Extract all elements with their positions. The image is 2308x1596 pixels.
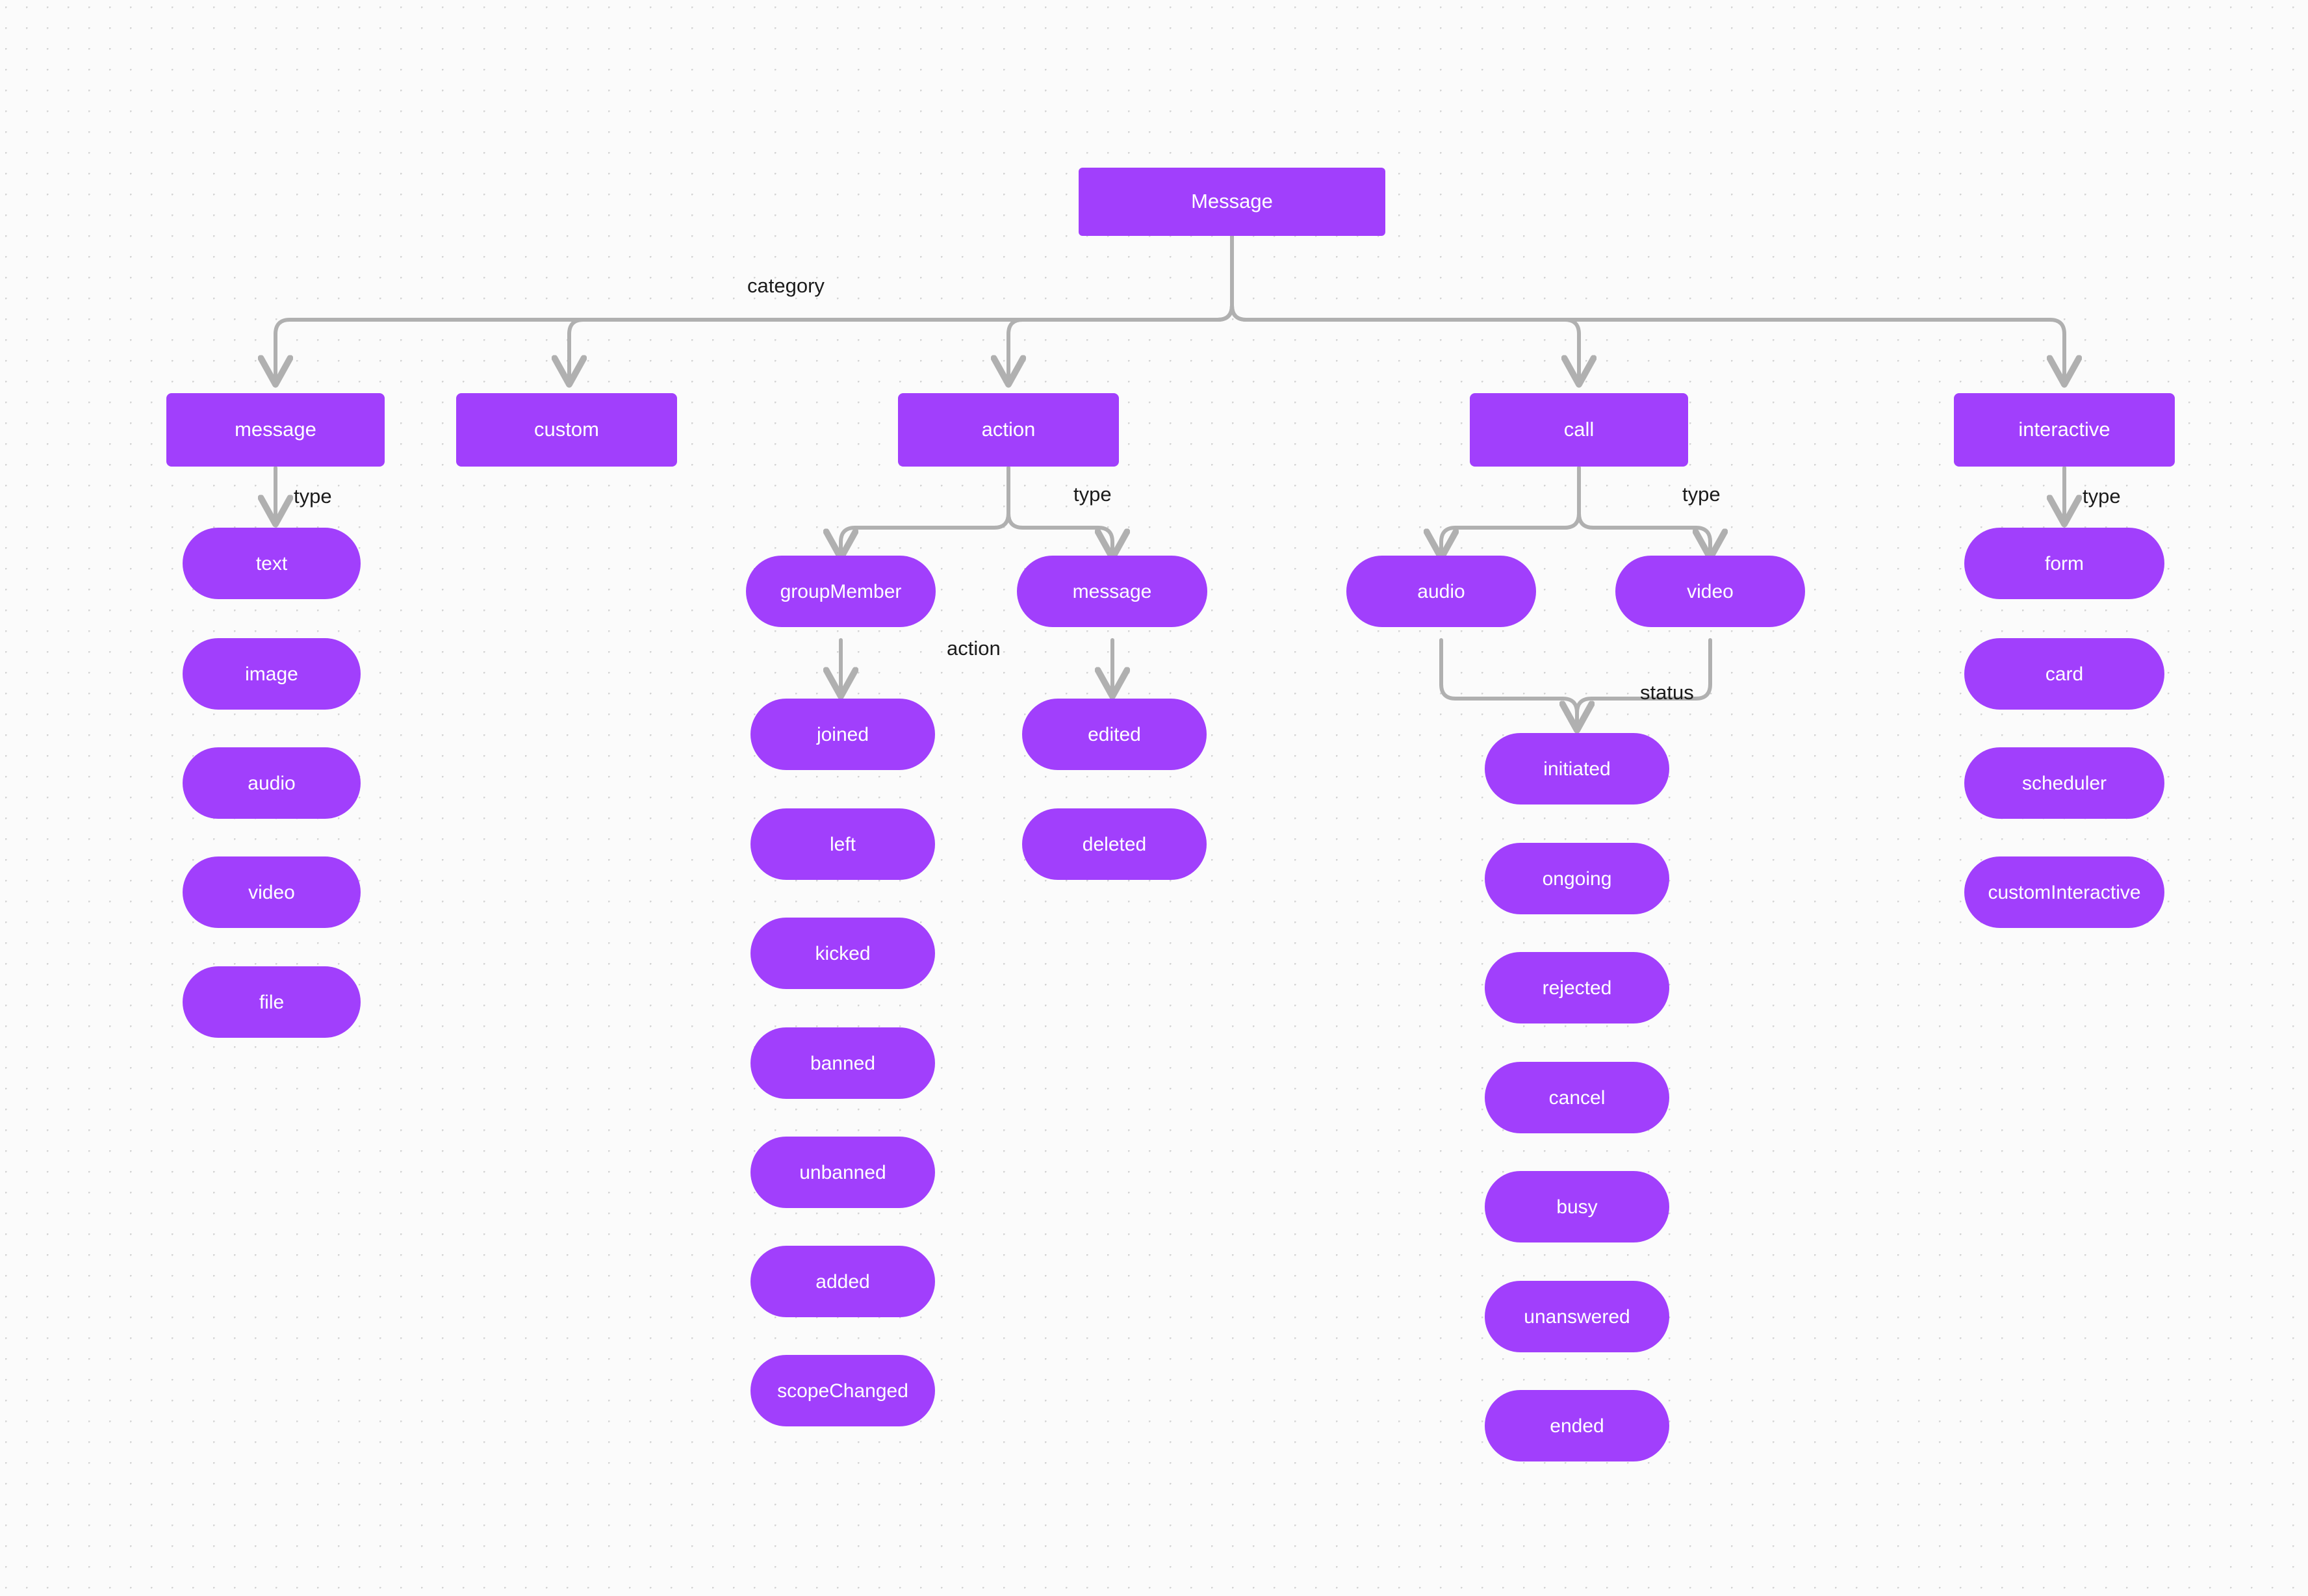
node-label: call [1563, 418, 1595, 441]
node-interactive-type-scheduler[interactable]: scheduler [1964, 747, 2164, 819]
node-interactive-type-form[interactable]: form [1964, 528, 2164, 599]
node-groupmember-action-added[interactable]: added [750, 1246, 935, 1317]
node-label: cancel [1548, 1087, 1606, 1109]
node-call-status-ended[interactable]: ended [1485, 1390, 1669, 1461]
node-label: customInteractive [1988, 881, 2141, 903]
node-groupmember-action-scopechanged[interactable]: scopeChanged [750, 1355, 935, 1426]
node-message-type-video[interactable]: video [183, 856, 361, 928]
node-interactive-type-custominteractive[interactable]: customInteractive [1964, 856, 2164, 928]
node-label: deleted [1082, 833, 1147, 855]
edge-label-type-message: type [294, 485, 332, 508]
node-message-type-image[interactable]: image [183, 638, 361, 710]
node-label: busy [1556, 1196, 1598, 1218]
node-label: interactive [2018, 418, 2110, 441]
node-label: ended [1550, 1415, 1604, 1437]
node-groupmember-action-kicked[interactable]: kicked [750, 918, 935, 989]
node-label: video [248, 881, 295, 903]
node-call-status-unanswered[interactable]: unanswered [1485, 1281, 1669, 1352]
node-label: rejected [1542, 977, 1612, 999]
edge-label-type-interactive: type [2083, 485, 2121, 508]
node-label: custom [534, 418, 599, 441]
node-label: ongoing [1542, 868, 1612, 890]
node-label: card [2045, 663, 2084, 685]
node-label: form [2045, 552, 2084, 574]
node-call-status-cancel[interactable]: cancel [1485, 1062, 1669, 1133]
node-call-status-ongoing[interactable]: ongoing [1485, 843, 1669, 914]
node-label: scopeChanged [777, 1380, 908, 1402]
node-label: initiated [1543, 758, 1611, 780]
node-label: image [245, 663, 298, 685]
node-call-status-rejected[interactable]: rejected [1485, 952, 1669, 1023]
node-message-action-deleted[interactable]: deleted [1022, 808, 1207, 880]
node-label: video [1687, 580, 1734, 602]
node-groupmember-action-joined[interactable]: joined [750, 699, 935, 770]
node-interactive-type-card[interactable]: card [1964, 638, 2164, 710]
edge-label-action: action [947, 637, 1001, 660]
node-label: edited [1088, 723, 1141, 745]
node-groupmember-action-left[interactable]: left [750, 808, 935, 880]
node-message-action-edited[interactable]: edited [1022, 699, 1207, 770]
node-label: groupMember [780, 580, 902, 602]
node-label: scheduler [2021, 772, 2107, 794]
node-label: added [815, 1270, 870, 1293]
node-category-action[interactable]: action [898, 393, 1119, 467]
node-label: banned [810, 1052, 876, 1074]
edge-label-status: status [1640, 681, 1694, 704]
node-label: message [1072, 580, 1152, 602]
node-label: Message [1191, 190, 1273, 213]
node-label: message [235, 418, 316, 441]
node-message-type-text[interactable]: text [183, 528, 361, 599]
node-call-type-video[interactable]: video [1615, 556, 1805, 627]
node-category-call[interactable]: call [1470, 393, 1688, 467]
node-action-type-groupmember[interactable]: groupMember [746, 556, 936, 627]
node-label: kicked [815, 942, 871, 964]
node-label: action [981, 418, 1036, 441]
node-call-status-busy[interactable]: busy [1485, 1171, 1669, 1242]
node-label: unanswered [1524, 1306, 1630, 1328]
node-category-custom[interactable]: custom [456, 393, 677, 467]
node-call-status-initiated[interactable]: initiated [1485, 733, 1669, 804]
edge-label-category: category [747, 274, 825, 297]
node-action-type-message[interactable]: message [1017, 556, 1207, 627]
edge-label-type-call: type [1682, 483, 1721, 506]
node-category-interactive[interactable]: interactive [1954, 393, 2175, 467]
node-message-root[interactable]: Message [1079, 168, 1385, 236]
edge-label-type-action: type [1073, 483, 1112, 506]
node-label: left [829, 833, 856, 855]
node-groupmember-action-banned[interactable]: banned [750, 1027, 935, 1099]
node-label: unbanned [799, 1161, 886, 1183]
node-label: text [255, 552, 288, 574]
node-groupmember-action-unbanned[interactable]: unbanned [750, 1137, 935, 1208]
node-label: audio [1417, 580, 1465, 602]
node-label: audio [248, 772, 296, 794]
node-category-message[interactable]: message [166, 393, 385, 467]
node-call-type-audio[interactable]: audio [1346, 556, 1536, 627]
node-label: joined [816, 723, 869, 745]
node-message-type-audio[interactable]: audio [183, 747, 361, 819]
node-message-type-file[interactable]: file [183, 966, 361, 1038]
node-label: file [259, 991, 285, 1013]
